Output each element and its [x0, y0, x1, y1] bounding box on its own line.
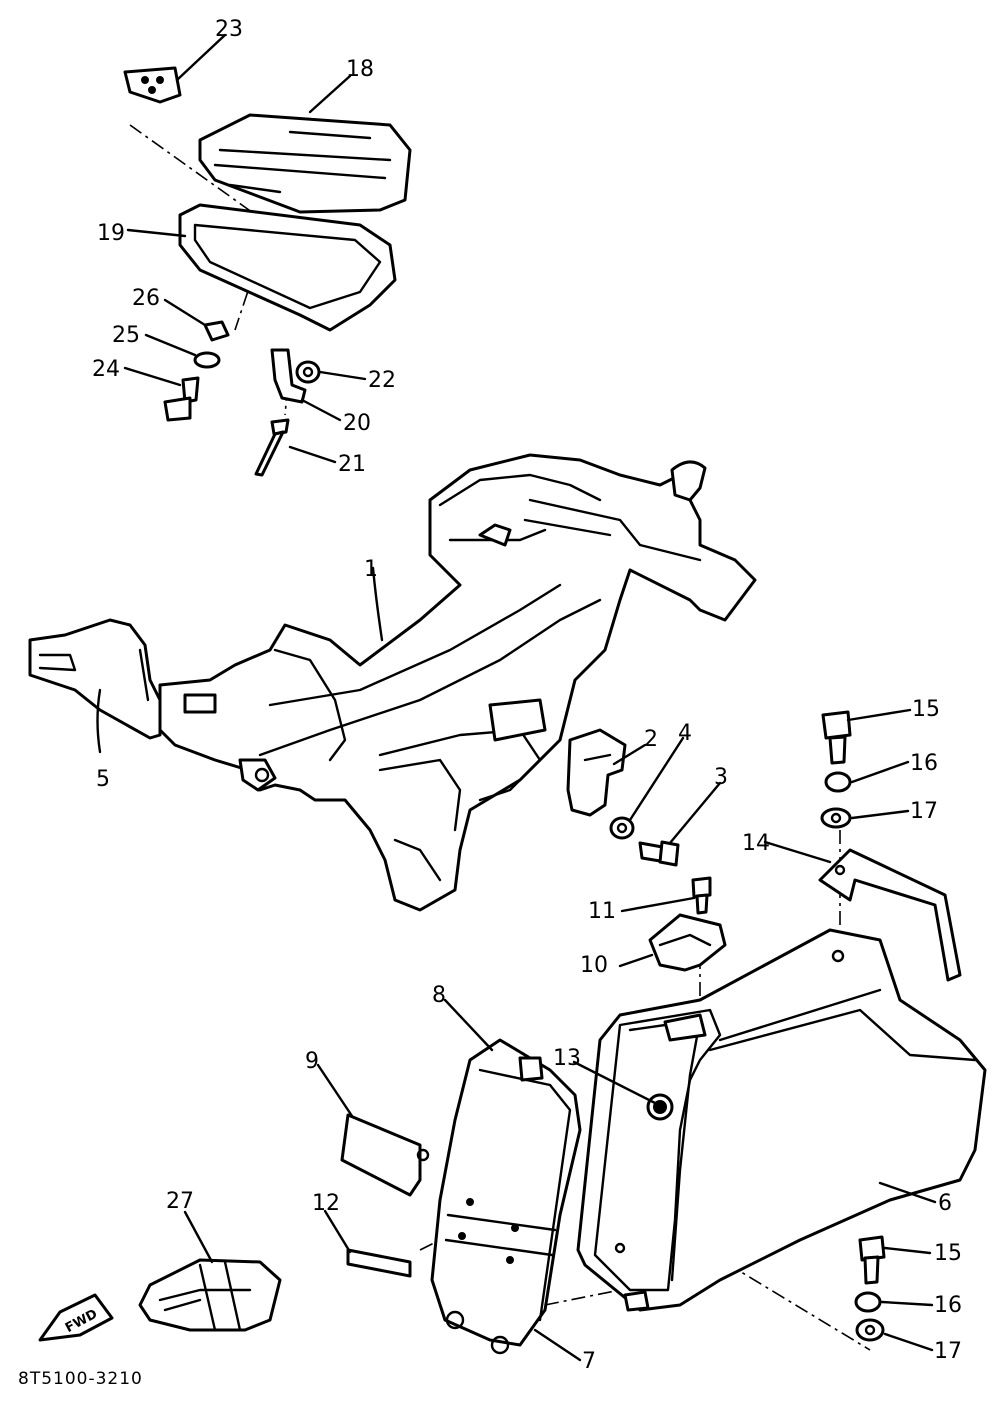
part-25-washer	[193, 351, 221, 369]
leader-lines	[96, 33, 937, 1362]
part-5-guard	[28, 618, 162, 740]
callout-25: 25	[112, 323, 140, 348]
part-16-washer-upper	[824, 771, 852, 793]
callout-1: 1	[364, 557, 378, 582]
part-1-main-body	[158, 453, 757, 912]
part-16-washer-lower	[854, 1291, 882, 1313]
callout-2: 2	[644, 727, 658, 752]
callout-27: 27	[166, 1189, 194, 1214]
part-21-screw	[254, 418, 290, 477]
callout-18: 18	[346, 57, 374, 82]
part-15-bolt-lower	[858, 1235, 886, 1285]
part-10-clamp	[648, 913, 727, 972]
part-9-plate	[340, 1113, 430, 1197]
callout-21: 21	[338, 452, 366, 477]
part-14-plate	[818, 848, 962, 982]
callout-17-lower: 17	[934, 1339, 962, 1364]
callout-9: 9	[305, 1049, 319, 1074]
callout-19: 19	[97, 221, 125, 246]
part-12-strip	[346, 1248, 412, 1278]
part-13-grommet	[646, 1093, 674, 1121]
callout-17-upper: 17	[910, 799, 938, 824]
callout-4: 4	[678, 721, 692, 746]
callout-15-lower: 15	[934, 1241, 962, 1266]
part-4-washer	[609, 816, 635, 840]
callout-7: 7	[582, 1349, 596, 1374]
callout-8: 8	[432, 983, 446, 1008]
part-17-washer-upper	[820, 807, 852, 829]
part-7-side-cover	[430, 1038, 582, 1355]
part-3-bolt	[638, 840, 680, 867]
callout-14: 14	[742, 831, 770, 856]
part-15-bolt-upper	[821, 710, 852, 765]
part-6-housing	[576, 928, 987, 1312]
part-code-label: 8T5100-3210	[18, 1369, 143, 1389]
part-18-cover	[198, 113, 412, 214]
callout-10: 10	[580, 953, 608, 978]
part-27-connector	[138, 1258, 282, 1332]
callout-22: 22	[368, 368, 396, 393]
callout-numbers: 1 2 3 4 5 6 7 8 9 10 11 12 13 14 15 16 1…	[92, 17, 962, 1374]
part-23-bracket	[123, 66, 182, 104]
part-26-washer	[203, 320, 230, 342]
part-17-washer-lower	[855, 1318, 885, 1342]
callout-6: 6	[938, 1191, 952, 1216]
callout-16-upper: 16	[910, 751, 938, 776]
part-2-block	[566, 728, 627, 817]
callout-13: 13	[553, 1046, 581, 1071]
part-20-clip	[270, 348, 307, 404]
callout-3: 3	[714, 765, 728, 790]
callout-12: 12	[312, 1191, 340, 1216]
callout-20: 20	[343, 411, 371, 436]
callout-5: 5	[96, 767, 110, 792]
part-24-bolt	[163, 376, 200, 422]
callout-11: 11	[588, 899, 616, 924]
callout-24: 24	[92, 357, 120, 382]
callout-16-lower: 16	[934, 1293, 962, 1318]
callout-23: 23	[215, 17, 243, 42]
callout-15-upper: 15	[912, 697, 940, 722]
part-22-grommet	[295, 360, 321, 384]
callout-26: 26	[132, 286, 160, 311]
part-11-screw	[691, 876, 712, 915]
forward-arrow-icon: FWD	[38, 1293, 114, 1342]
part-19-tray	[178, 203, 397, 332]
